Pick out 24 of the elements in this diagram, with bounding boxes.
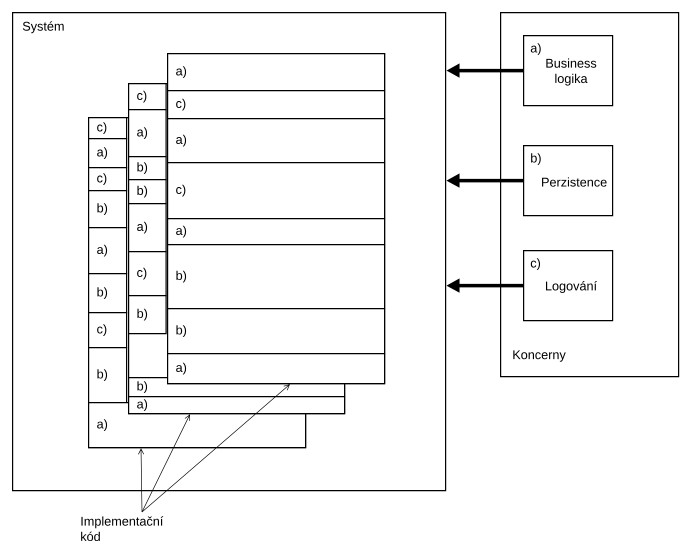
table-cell: b): [128, 179, 167, 204]
concern-box: b) Perzistence: [523, 145, 614, 216]
table-cell: c): [128, 251, 167, 296]
table-cell: b): [88, 190, 128, 228]
table-cell: a): [88, 227, 128, 274]
table-cell: b): [88, 347, 128, 404]
table-cell: b): [128, 295, 167, 334]
leader-label: Implementační kód: [81, 516, 164, 542]
leader-line: [138, 448, 144, 512]
table-cell: a): [128, 396, 346, 414]
table-cell: a): [167, 53, 386, 92]
leader-line: [142, 384, 290, 512]
table-cell: a): [167, 353, 386, 384]
leader-line: [142, 414, 190, 512]
table-cell: a): [88, 138, 128, 168]
table-cell: b): [128, 156, 167, 180]
concern-box: a) Business logika: [523, 35, 614, 106]
table-cell: b): [88, 273, 128, 314]
table-cell: a): [128, 203, 167, 252]
table-cell: c): [88, 117, 128, 140]
table-cell: c): [88, 167, 128, 192]
table-cell: c): [88, 312, 128, 348]
concern-box: c) Logování: [523, 250, 614, 322]
table-cell: c): [128, 83, 167, 110]
